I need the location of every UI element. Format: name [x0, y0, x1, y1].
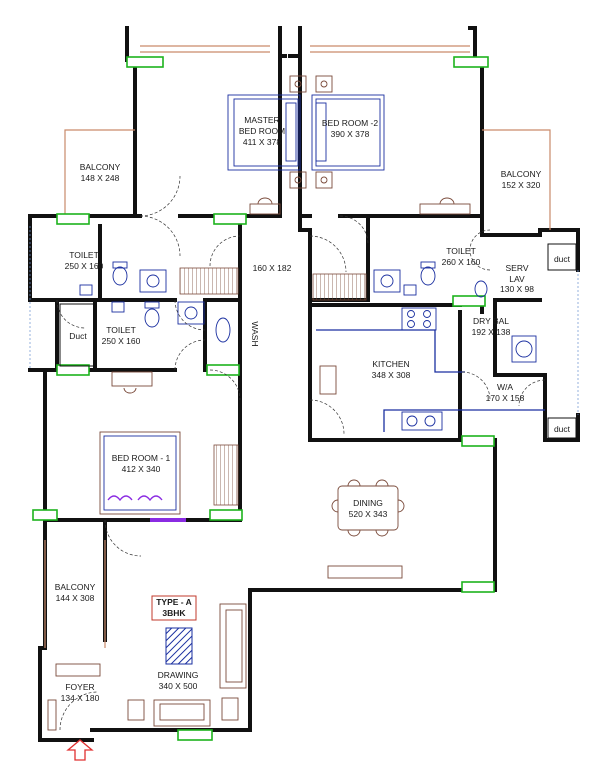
hatched-storage-right — [312, 273, 367, 301]
door-swings — [56, 175, 546, 731]
entry-arrow-icon — [66, 739, 94, 761]
serv-lav-label-1: SERV — [506, 263, 529, 273]
serv-lav-label-2: LAV — [509, 274, 525, 284]
balcony-bottom-label: BALCONY — [55, 582, 96, 592]
balcony-tr-dims: 152 X 320 — [502, 180, 541, 190]
kitchen-label: KITCHEN — [372, 359, 409, 369]
balcony-tr-label: BALCONY — [501, 169, 542, 179]
bed2-dims: 390 X 378 — [331, 129, 370, 139]
duct-right-top-label: duct — [554, 254, 571, 264]
duct-box-right-top — [547, 243, 577, 271]
toilet-left-dims: 250 X 160 — [65, 261, 104, 271]
desks-top — [249, 197, 471, 215]
dining-table — [327, 479, 405, 579]
balcony-tl-dims: 148 X 248 — [81, 173, 120, 183]
toilet-mid-dims: 250 X 160 — [102, 336, 141, 346]
windows — [32, 56, 495, 741]
bed1-label: BED ROOM - 1 — [112, 453, 171, 463]
hatched-wardrobe-bed1 — [213, 444, 239, 506]
duct-box-right-bottom — [547, 417, 577, 439]
type-box — [151, 595, 197, 621]
toilet-right-label: TOILET — [446, 246, 476, 256]
foyer-fixtures — [47, 663, 101, 731]
bed-room-2-bed — [311, 94, 385, 171]
duct-right-bottom-label: duct — [554, 424, 571, 434]
master-bed — [227, 94, 301, 171]
duct-box-left — [59, 303, 95, 367]
type-subtitle: 3BHK — [162, 608, 186, 618]
type-title: TYPE - A — [156, 597, 192, 607]
kitchen-dims: 348 X 308 — [372, 370, 411, 380]
balcony-bottom-dims: 144 X 308 — [56, 593, 95, 603]
wa-label: W/A — [497, 382, 513, 392]
toilet-fixtures — [79, 261, 488, 343]
bed-room-1-bed — [99, 371, 186, 522]
nightstands-top — [289, 75, 333, 189]
master-bed-dims: 411 X 378 — [243, 137, 281, 147]
duct-left-label: Duct — [69, 331, 87, 341]
dry-bal-label: DRY BAL — [473, 316, 509, 326]
kitchen-counter — [316, 307, 545, 432]
center-table — [165, 627, 193, 665]
master-bed-label-1: MASTER — [244, 115, 279, 125]
dry-bal-dims: 192 X 138 — [472, 327, 511, 337]
dashed-boundaries — [29, 226, 579, 415]
dining-dims: 520 X 343 — [349, 509, 388, 519]
bed2-label: BED ROOM -2 — [322, 118, 378, 128]
master-bed-label-2: BED ROOM — [239, 126, 285, 136]
balcony-railings — [44, 45, 551, 648]
serv-lav-dims: 130 X 98 — [500, 284, 534, 294]
wa-dims: 170 X 158 — [486, 393, 525, 403]
wash-label: WASH — [250, 321, 260, 346]
foyer-label: FOYER — [65, 682, 94, 692]
dining-label: DINING — [353, 498, 383, 508]
drawing-furniture — [127, 595, 247, 727]
toilet-mid-label: TOILET — [106, 325, 136, 335]
bed1-dims: 412 X 340 — [122, 464, 161, 474]
passage-dims: 160 X 182 — [253, 263, 292, 273]
drawing-label: DRAWING — [158, 670, 199, 680]
foyer-dims: 134 X 180 — [61, 693, 100, 703]
toilet-right-dims: 260 X 160 — [442, 257, 481, 267]
hatched-storage-left — [179, 267, 239, 295]
drawing-dims: 340 X 500 — [159, 681, 198, 691]
toilet-left-label: TOILET — [69, 250, 99, 260]
balcony-tl-label: BALCONY — [80, 162, 121, 172]
room-labels: MASTER BED ROOM 411 X 378 BED ROOM -2 39… — [55, 115, 571, 703]
